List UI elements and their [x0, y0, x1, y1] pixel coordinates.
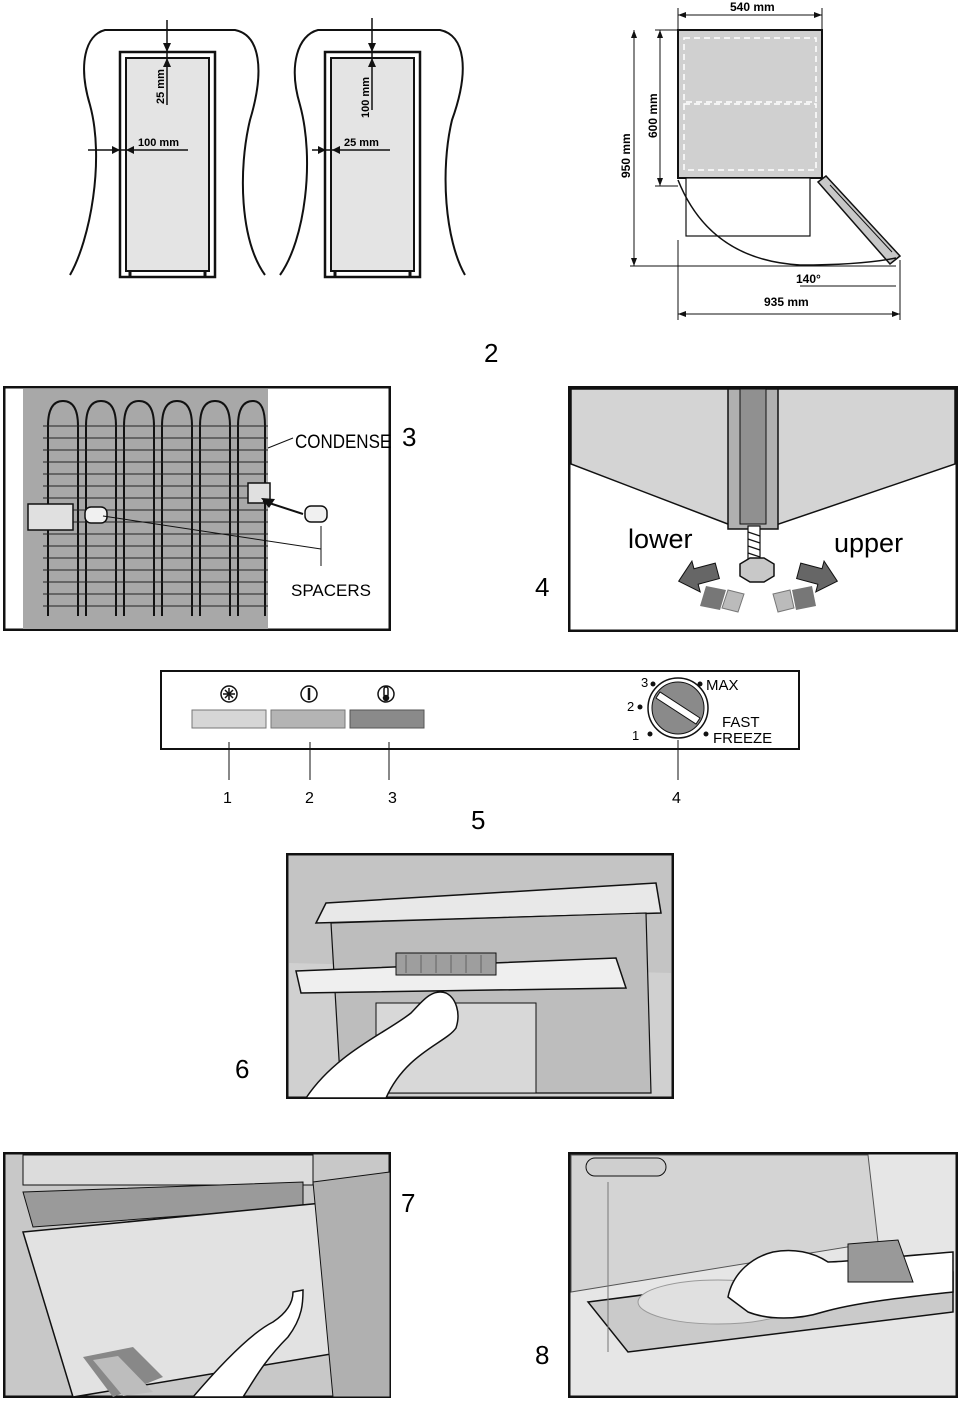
figure-number-8: 8: [535, 1340, 550, 1370]
dial-mark-1: 1: [632, 728, 639, 743]
indicator-light-2: [270, 709, 346, 729]
drawer-drawing: [2, 1151, 392, 1399]
dial-mark-freeze: FREEZE: [713, 730, 772, 747]
total-height-label: 950 mm: [619, 133, 633, 178]
callout-1: 1: [223, 790, 232, 807]
shelf-drawing: [285, 852, 675, 1100]
clearance-diagrams: 25 mm 100 mm 100 mm 25 mm: [60, 10, 480, 285]
figure-number-5: 5: [471, 805, 486, 835]
dial-mark-2: 2: [627, 699, 634, 714]
dimensions-drawing: 540 mm 600 mm 950 mm 140° 935 mm: [619, 0, 902, 320]
thermometer-icon: [377, 685, 395, 703]
cleaning-drawing: [567, 1151, 959, 1399]
callout-4: 4: [672, 790, 681, 807]
feet-figure: lower upper: [567, 385, 959, 633]
shelf-figure: [285, 852, 675, 1100]
thermostat-dial[interactable]: [647, 677, 709, 739]
dial-mark-3: 3: [641, 675, 648, 690]
drawer-figure: [2, 1151, 392, 1399]
dial-mark-max: MAX: [706, 677, 739, 694]
left-top-clearance-label: 25 mm: [155, 69, 167, 104]
clearance-drawing: 25 mm 100 mm 100 mm 25 mm: [69, 18, 466, 279]
lower-label: lower: [628, 524, 693, 554]
power-icon: [300, 685, 318, 703]
condenser-grid: [43, 425, 268, 607]
cleaning-figure: [567, 1151, 959, 1399]
width-label: 540 mm: [730, 0, 775, 14]
door-angle-label: 140°: [796, 272, 821, 286]
indicator-light-1: [191, 709, 267, 729]
condenser-label: CONDENSER: [295, 430, 391, 452]
right-top-clearance-label: 100 mm: [360, 77, 372, 118]
figure-number-3: 3: [402, 422, 417, 452]
open-depth-label: 935 mm: [764, 295, 809, 309]
figure-number-4: 4: [535, 572, 550, 602]
body-height-label: 600 mm: [646, 93, 660, 138]
right-side-clearance-label: 25 mm: [344, 137, 379, 149]
spacers-label: SPACERS: [291, 581, 371, 600]
callout-2: 2: [305, 790, 314, 807]
condenser-drawing: CONDENSER SPACERS: [2, 385, 404, 632]
control-panel-figure: 3 2 1 MAX FAST FREEZE 1 2 3 4: [160, 670, 800, 810]
figure-number-7: 7: [401, 1188, 416, 1218]
dial-mark-fast: FAST: [722, 714, 760, 731]
figure-number-2: 2: [484, 338, 499, 368]
callout-3: 3: [388, 790, 397, 807]
dimensions-diagram: 540 mm 600 mm 950 mm 140° 935 mm: [600, 0, 920, 325]
left-side-clearance-label: 100 mm: [138, 137, 179, 149]
indicator-light-3: [349, 709, 425, 729]
figure-number-6: 6: [235, 1054, 250, 1084]
feet-drawing: lower upper: [567, 385, 959, 633]
control-panel-drawing: 3 2 1 MAX FAST FREEZE 1 2 3 4: [160, 670, 800, 807]
upper-label: upper: [834, 528, 903, 558]
snowflake-icon: [220, 685, 238, 703]
condenser-figure: CONDENSER SPACERS: [2, 385, 404, 632]
